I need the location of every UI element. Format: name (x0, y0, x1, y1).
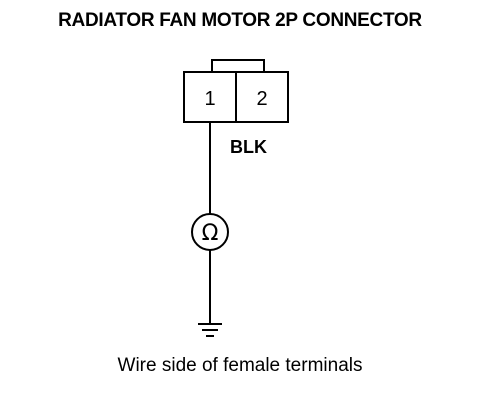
ohm-symbol: Ω (202, 221, 219, 246)
connector-latch (211, 59, 265, 72)
ground-icon (198, 323, 222, 337)
wire-color-label: BLK (230, 137, 267, 157)
diagram-title: RADIATOR FAN MOTOR 2P CONNECTOR (58, 10, 422, 31)
caption: Wire side of female terminals (117, 355, 363, 376)
terminal-2-label: 2 (256, 88, 267, 110)
terminal-1-label: 1 (204, 88, 215, 110)
